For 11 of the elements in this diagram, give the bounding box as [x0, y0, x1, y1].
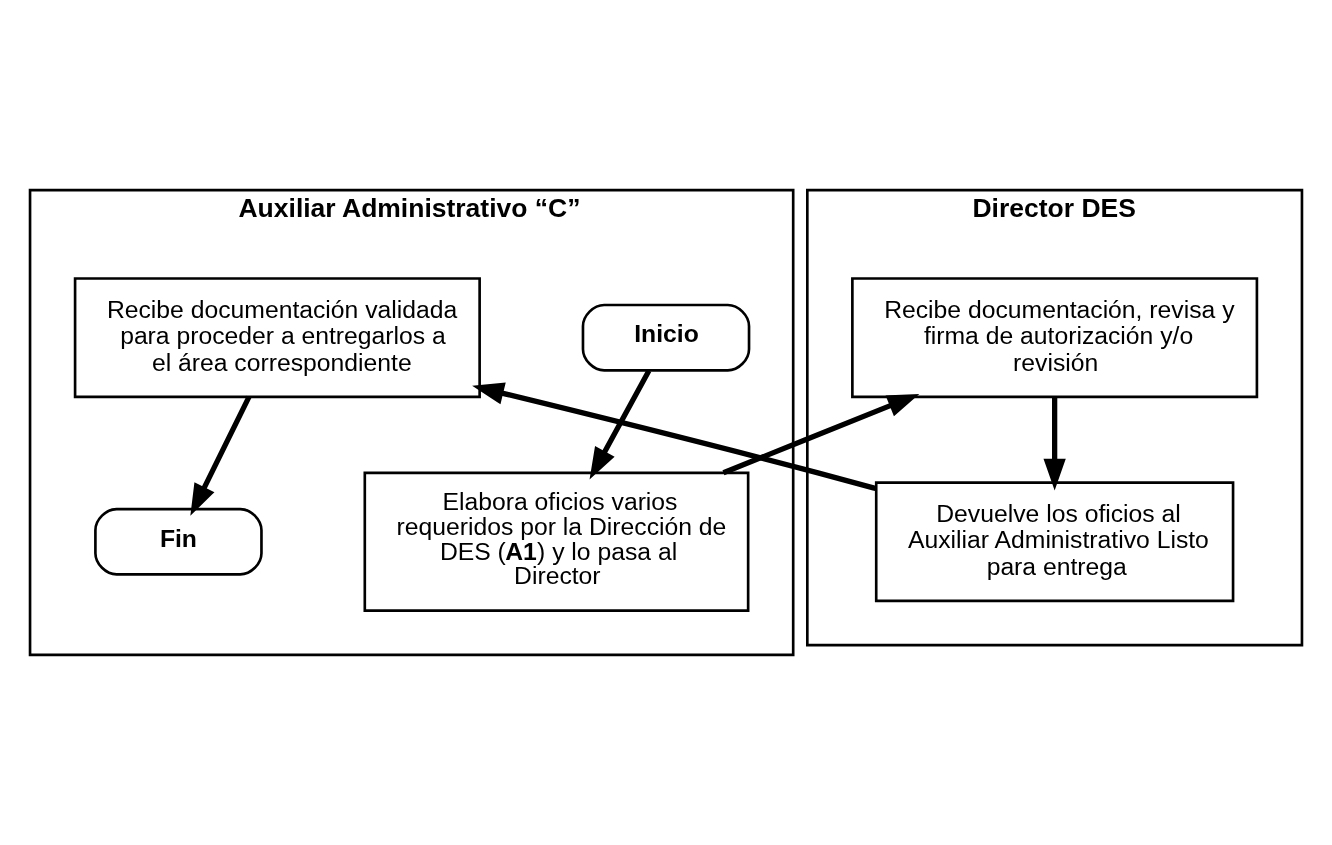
arrow: [472, 382, 877, 492]
node-box: Inicio: [581, 303, 751, 372]
arrow: [1043, 396, 1066, 491]
node-box: Devuelve los oficios al Auxiliar Administrativo Listo para entrega: [874, 481, 1235, 603]
node-box: Elabora oficios varios requeridos por la Dirección de DES (A1) y lo pasa al Director: [363, 471, 750, 612]
arrow: [722, 393, 920, 476]
node-box: Recibe documentación validada para proceder a entregarlos a el área correspondiente: [73, 277, 481, 399]
arrow: [190, 395, 252, 516]
node-box: Recibe documentación, revisa y firma de autorización y/o revisión: [851, 277, 1259, 399]
arrow: [589, 369, 652, 480]
node-box: Fin: [94, 507, 263, 576]
